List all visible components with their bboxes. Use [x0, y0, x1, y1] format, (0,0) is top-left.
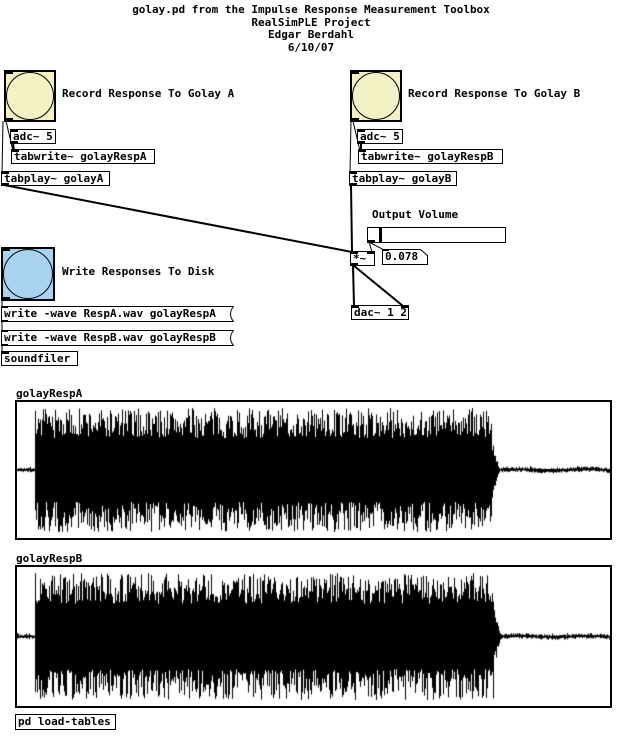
- tabwrite-golayrespa-object: tabwrite~ golayRespA: [11, 149, 155, 164]
- inlet-nub: [1, 330, 8, 332]
- inlet-nub: [352, 306, 359, 308]
- title-line-3: Edgar Berdahl: [267, 28, 355, 41]
- outlet-nub: [368, 240, 375, 242]
- inlet-nub: [351, 252, 358, 254]
- inlet-nub: [358, 130, 365, 132]
- soundfiler-text: soundfiler: [4, 351, 71, 365]
- record-golay-b-bang[interactable]: [350, 70, 402, 122]
- outlet-nub: [11, 141, 18, 143]
- array-a-name: golayRespA: [16, 387, 83, 400]
- patch-title-comment: golay.pd from the Impulse Response Measu…: [0, 3, 622, 54]
- message-box-shape: [1, 330, 234, 346]
- tabplay-b-text: tabplay~ golayB: [352, 171, 452, 185]
- inlet-nub: [1, 306, 8, 308]
- pd-load-tables-text: pd load-tables: [18, 715, 111, 728]
- inlet-nub: [11, 130, 18, 132]
- adc-object-b: adc~ 5: [357, 129, 403, 144]
- bang-circle: [6, 72, 54, 120]
- write-to-disk-label: Write Responses To Disk: [62, 265, 215, 278]
- inlet-nub: [2, 172, 9, 174]
- adc-object-a: adc~ 5: [10, 129, 56, 144]
- tabwrite-golayrespb-object: tabwrite~ golayRespB: [358, 149, 503, 164]
- record-golay-b-label: Record Response To Golay B: [408, 87, 581, 100]
- outlet-nub: [1, 320, 8, 322]
- gain-number-box[interactable]: 0.078: [382, 249, 428, 265]
- inlet-nub: [350, 172, 357, 174]
- title-line-4: 6/10/07: [287, 40, 335, 54]
- multiply-signal-object: *~: [350, 251, 375, 266]
- outlet-nub: [351, 263, 358, 265]
- adc-a-text: adc~ 5: [13, 129, 53, 143]
- soundfiler-object: soundfiler: [1, 351, 78, 366]
- inlet-nub: [352, 72, 359, 74]
- output-volume-slider[interactable]: [367, 227, 506, 243]
- record-golay-a-bang[interactable]: [4, 70, 56, 122]
- array-b-name: golayRespB: [16, 552, 83, 565]
- inlet-nub: [12, 150, 19, 152]
- inlet-nub-right: [401, 306, 408, 308]
- slider-knob[interactable]: [379, 228, 382, 242]
- inlet-nub: [3, 249, 10, 251]
- pd-load-tables-subpatch[interactable]: pd load-tables: [15, 714, 116, 730]
- inlet-nub: [2, 352, 9, 354]
- array-a-waveform-canvas[interactable]: [17, 402, 610, 538]
- tabplay-golaya-object: tabplay~ golayA: [1, 171, 110, 186]
- tabwrite-a-text: tabwrite~ golayRespA: [14, 149, 147, 163]
- dac-text: dac~ 1 2: [354, 305, 407, 319]
- write-respb-text: write -wave RespB.wav golayRespB: [4, 331, 216, 344]
- tabplay-golayb-object: tabplay~ golayB: [349, 171, 457, 186]
- outlet-nub: [6, 118, 13, 120]
- adc-b-text: adc~ 5: [360, 129, 400, 143]
- gain-value-text: 0.078: [385, 250, 419, 263]
- tabwrite-b-text: tabwrite~ golayRespB: [361, 149, 494, 163]
- array-a-graph[interactable]: [15, 400, 612, 540]
- message-box-shape: [1, 306, 234, 322]
- dac-object: dac~ 1 2: [351, 305, 409, 320]
- write-respb-message[interactable]: write -wave RespB.wav golayRespB: [1, 330, 234, 346]
- write-to-disk-bang[interactable]: [1, 247, 55, 301]
- outlet-nub: [358, 141, 365, 143]
- bang-circle: [352, 72, 400, 120]
- inlet-nub-right: [367, 252, 374, 254]
- outlet-nub: [352, 118, 359, 120]
- outlet-nub: [3, 297, 10, 299]
- title-line-1: golay.pd from the Impulse Response Measu…: [132, 3, 490, 16]
- outlet-nub: [1, 344, 8, 346]
- write-respa-message[interactable]: write -wave RespA.wav golayRespA: [1, 306, 234, 322]
- record-golay-a-label: Record Response To Golay A: [62, 87, 235, 100]
- output-volume-label: Output Volume: [372, 208, 459, 221]
- array-b-graph[interactable]: [15, 565, 612, 708]
- tabplay-a-text: tabplay~ golayA: [4, 171, 104, 185]
- inlet-nub: [359, 150, 366, 152]
- outlet-nub: [350, 183, 357, 185]
- inlet-nub: [382, 249, 389, 251]
- inlet-nub: [6, 72, 13, 74]
- number-box-shape: [382, 249, 428, 265]
- array-b-waveform-canvas[interactable]: [17, 567, 610, 706]
- multiply-text: *~: [353, 251, 367, 265]
- title-line-2: RealSimPLE Project: [251, 15, 371, 29]
- outlet-nub: [2, 183, 9, 185]
- bang-circle: [3, 249, 53, 299]
- write-respa-text: write -wave RespA.wav golayRespA: [4, 307, 216, 320]
